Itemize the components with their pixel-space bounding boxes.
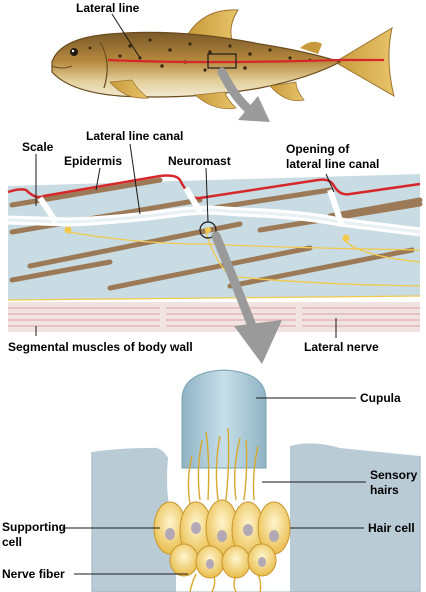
nerve-fibers: [189, 573, 262, 592]
neuromast-detail: [91, 369, 421, 592]
label-neuromast: Neuromast: [168, 154, 231, 168]
label-supporting-line2: cell: [2, 535, 23, 549]
nerve-threads: [7, 231, 421, 301]
label-opening-line1: Opening of: [286, 142, 350, 156]
label-scale: Scale: [22, 140, 54, 154]
fish-spots: [88, 38, 312, 72]
label-lateral-nerve: Lateral nerve: [304, 340, 379, 354]
label-hair-cell: Hair cell: [368, 521, 415, 535]
zoom-arrow-1: [217, 67, 270, 122]
hair-cells: [153, 499, 291, 579]
label-opening-line2: lateral line canal: [286, 157, 380, 171]
fish-lateral-line: [107, 58, 384, 64]
label-sensory-line1: Sensory: [370, 468, 418, 482]
muscle-lines: [8, 307, 420, 327]
label-lateral-line: Lateral line: [76, 1, 140, 15]
label-sensory-line2: hairs: [370, 483, 399, 497]
label-nerve-fiber: Nerve fiber: [2, 567, 65, 581]
label-epidermis: Epidermis: [64, 154, 123, 168]
label-cupula: Cupula: [360, 391, 401, 405]
skin-section: [7, 174, 423, 332]
sensory-hairs: [187, 427, 259, 505]
label-supporting-line1: Supporting: [2, 520, 66, 534]
fish-illustration: [51, 9, 395, 110]
leader-lines: [35, 13, 366, 575]
label-segmental-muscles: Segmental muscles of body wall: [8, 340, 193, 354]
label-lateral-line-canal: Lateral line canal: [86, 129, 184, 143]
muscle-band: [8, 302, 420, 332]
zoom-arrow-2: [211, 231, 282, 364]
